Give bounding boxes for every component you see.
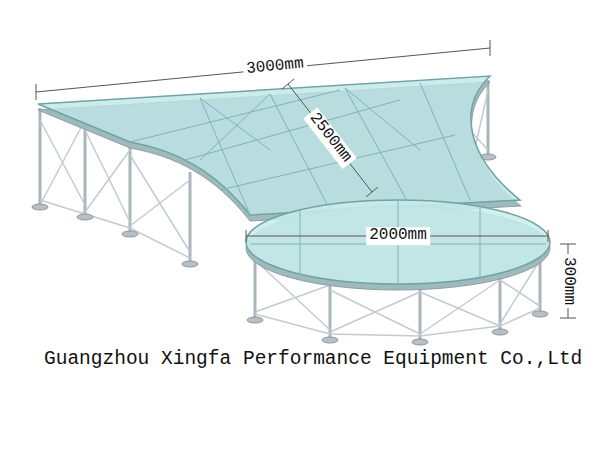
round-glass-deck (246, 200, 550, 284)
round-deck-grid (250, 200, 546, 284)
upper-glass-deck (38, 76, 520, 215)
dimension-lines (36, 40, 576, 318)
company-caption: Guangzhou Xingfa Performance Equipment C… (44, 349, 582, 370)
dimension-label: 3000mm (242, 55, 307, 79)
deck-grid (130, 83, 470, 215)
dimension-label: 2000mm (366, 227, 430, 245)
dimension-label: 300mm (559, 254, 577, 308)
